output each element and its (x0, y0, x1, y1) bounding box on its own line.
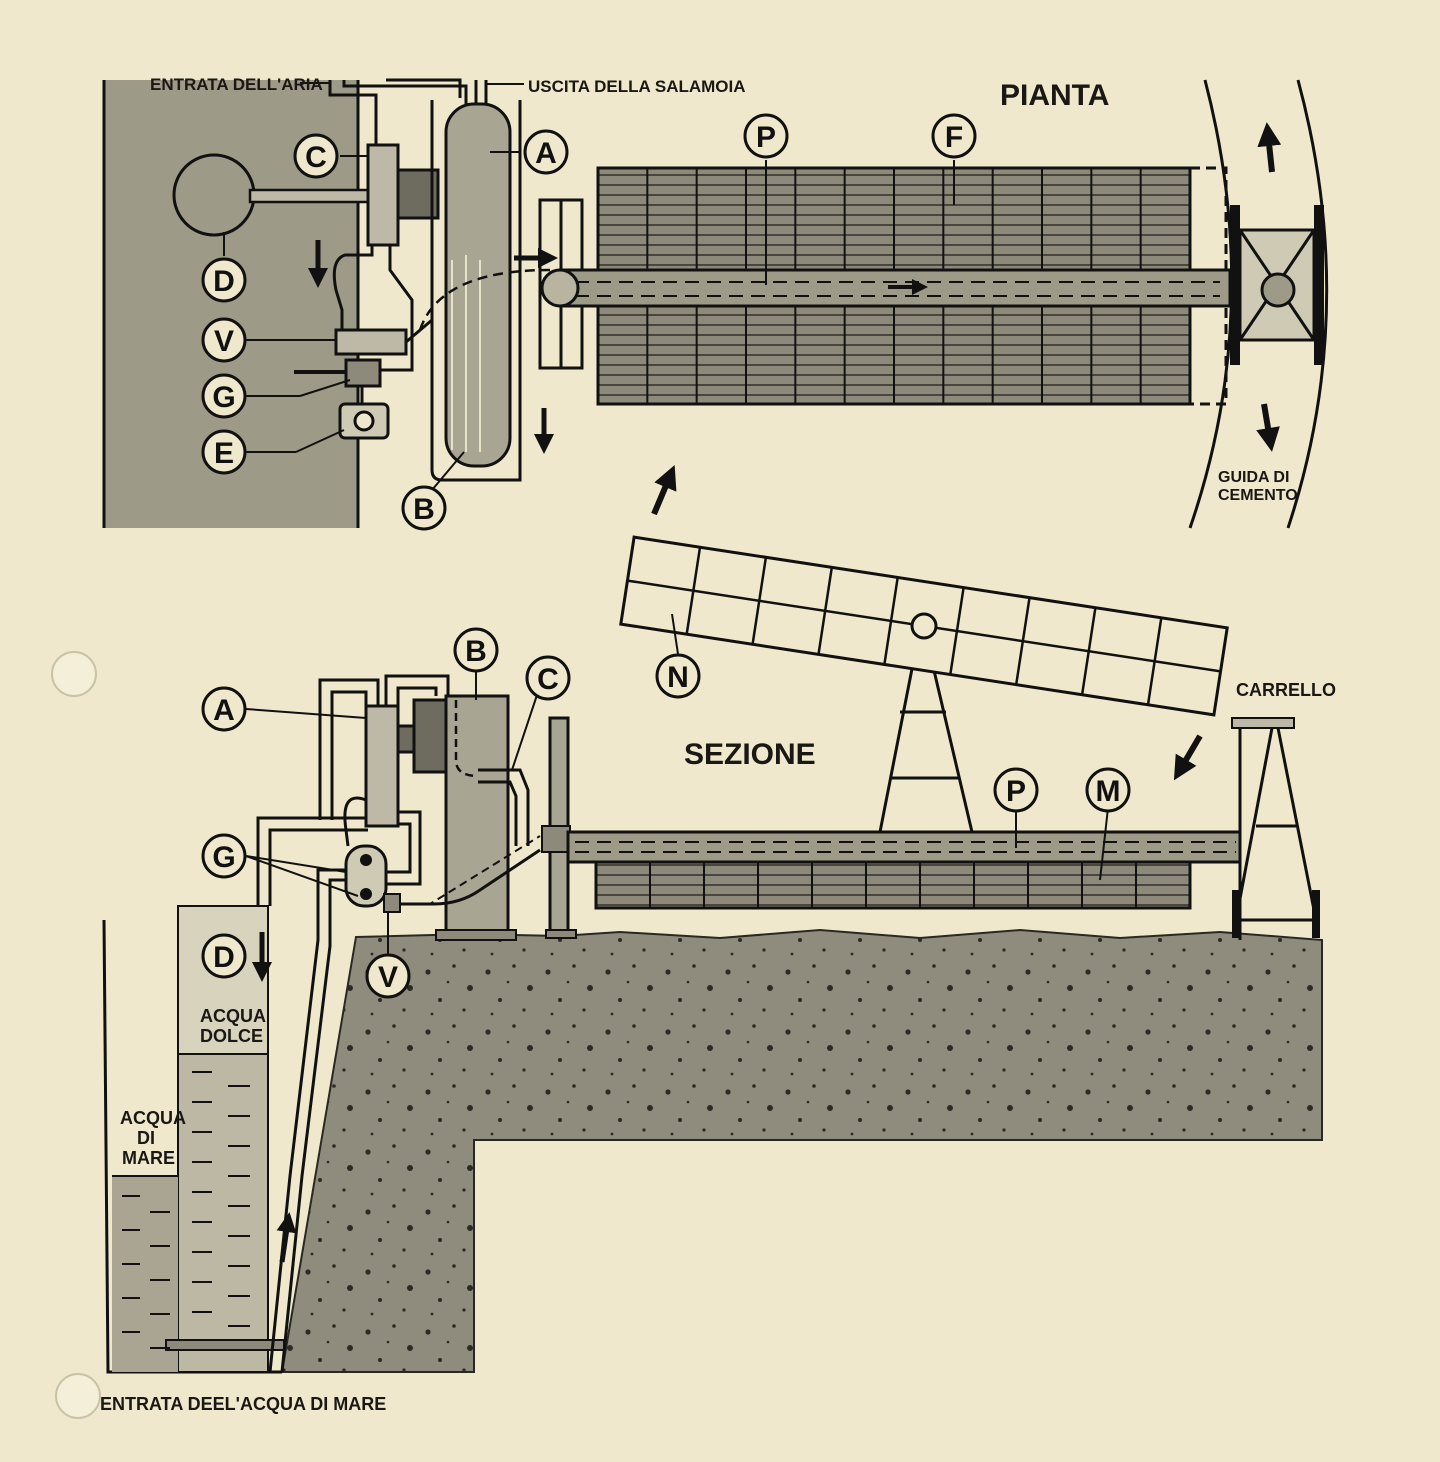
plan-callout-letter: D (213, 265, 235, 298)
plan-callout-letter: F (945, 121, 963, 154)
section-title: SEZIONE (684, 738, 816, 771)
plan-callout-v: V (201, 317, 247, 363)
plan-callout-p: P (743, 113, 789, 159)
compressor-c (366, 143, 400, 247)
plan-callout-letter: A (535, 137, 557, 170)
tank-d (172, 153, 256, 237)
plan-title: PIANTA (1000, 79, 1109, 112)
trolley-top (1231, 717, 1295, 729)
plan-callout-letter: C (305, 141, 327, 174)
plan-view: ENTRATA DELL'ARIA USCITA DELLA SALAMOIA … (102, 75, 1329, 531)
pivot-plan (540, 268, 580, 308)
trolley-label: CARRELLO (1236, 680, 1336, 700)
section-callout-letter: N (667, 661, 689, 694)
compressor-c-section (364, 704, 400, 828)
column-a (444, 102, 512, 468)
section-callout-letter: P (1006, 775, 1026, 808)
section-callout-letter: G (212, 841, 235, 874)
guide-label-line2: CEMENTO (1218, 487, 1298, 504)
pipe-p-section (566, 830, 1242, 864)
section-callout-a: A (201, 686, 247, 732)
valve-v-section (383, 893, 401, 913)
section-callout-p: P (993, 767, 1039, 813)
sea-water-label-3: MARE (122, 1148, 175, 1168)
guide-rail-inner (1188, 79, 1234, 529)
fresh-water-label-1: ACQUA (200, 1006, 266, 1026)
section-callout-letter: V (378, 961, 398, 994)
plan-callout-d: D (201, 257, 247, 303)
air-inlet-label: ENTRATA DELL'ARIA (150, 75, 323, 94)
plan-callout-letter: V (214, 325, 234, 358)
section-callout-b: B (453, 627, 499, 673)
plan-callout-letter: B (413, 493, 435, 526)
valve-g-plan (344, 358, 382, 388)
section-callout-letter: D (213, 941, 235, 974)
section-callout-letter: B (465, 635, 487, 668)
guide-rail-outer (1286, 79, 1329, 529)
brine-outlet-label: USCITA DELLA SALAMOIA (528, 77, 746, 96)
fresh-water-label-2: DOLCE (200, 1026, 263, 1046)
section-callout-letter: A (213, 694, 235, 727)
panel-pivot (910, 612, 938, 640)
plan-callout-letter: P (756, 121, 776, 154)
section-view: SEZIONE CARRELLO ACQUA DOLCE ACQUA DI MA… (100, 535, 1336, 1414)
plan-callout-b: B (401, 485, 447, 531)
sea-water-label-1: ACQUA (120, 1108, 186, 1128)
sea-water-label-2: DI (137, 1128, 155, 1148)
trolley-frame (1234, 727, 1318, 921)
binder-hole-top (51, 651, 97, 697)
plan-callout-e: E (201, 429, 247, 475)
section-callouts: A B C N P M G D V (201, 627, 1131, 999)
section-callout-m: M (1085, 767, 1131, 813)
section-callout-g: G (201, 833, 247, 879)
plan-callout-letter: G (212, 381, 235, 414)
section-callout-v: V (365, 953, 411, 999)
section-callout-d: D (201, 933, 247, 979)
section-callout-c: C (525, 655, 571, 701)
valve-v-plan (334, 328, 408, 356)
section-callout-letter: M (1096, 775, 1121, 808)
plan-callout-f: F (931, 113, 977, 159)
plan-callout-c: C (293, 133, 339, 179)
section-callout-letter: C (537, 663, 559, 696)
plan-callout-a: A (523, 129, 569, 175)
plan-callout-letter: E (214, 437, 234, 470)
pump-g-section (344, 844, 388, 908)
section-callout-n: N (655, 653, 701, 699)
guide-label-line1: GUIDA DI (1218, 469, 1289, 486)
binder-hole-bottom (55, 1373, 101, 1419)
concrete-ground (280, 928, 1323, 1373)
sea-inlet-label: ENTRATA DEEL'ACQUA DI MARE (100, 1394, 386, 1414)
plan-callout-g: G (201, 373, 247, 419)
